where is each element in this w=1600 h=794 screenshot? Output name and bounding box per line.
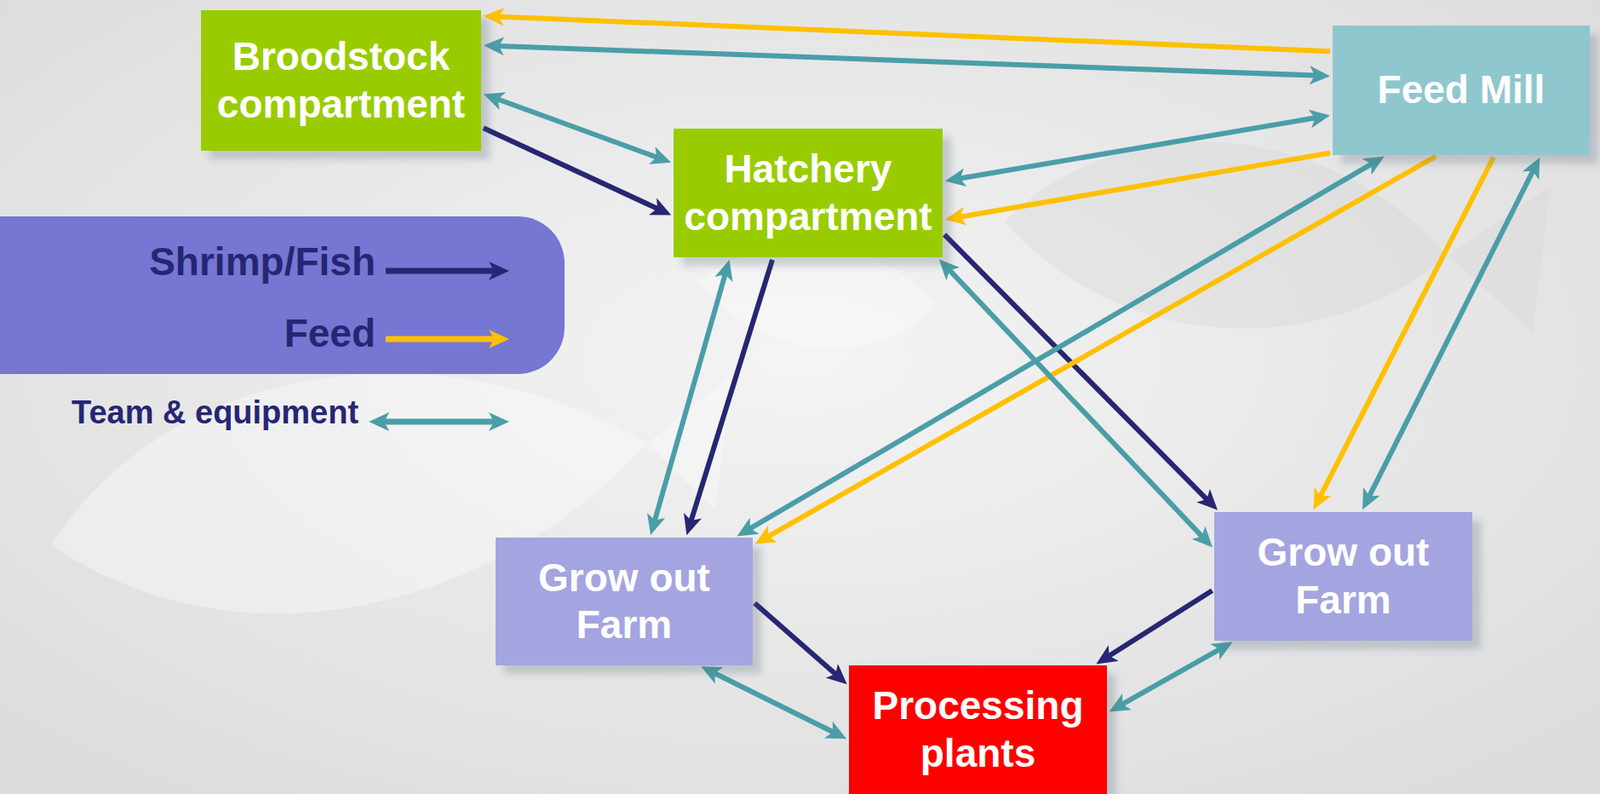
box-label: Processing plants [859, 682, 1097, 776]
team-legend-arrow [377, 418, 501, 425]
team-arrow [1366, 165, 1537, 503]
compartment-box: Hatchery compartment [673, 128, 943, 258]
processing-box: Processing plants [848, 665, 1107, 794]
team-arrow [945, 264, 1207, 541]
fish-arrow [944, 234, 1212, 504]
legend-samples [377, 270, 501, 422]
box-label: Feed Mill [1377, 66, 1546, 114]
box-label: Hatchery compartment [683, 145, 933, 240]
team-arrow [492, 45, 1322, 76]
box-label: Grow out Farm [1224, 528, 1463, 623]
compartment-box: Broodstock compartment [200, 10, 482, 151]
fish-arrow [1103, 590, 1213, 660]
farm-box: Grow out Farm [1214, 511, 1473, 641]
team-arrow [708, 670, 839, 735]
legend-label: Shrimp/Fish [149, 238, 376, 286]
team-arrow [491, 97, 664, 161]
legend-label: Team & equipment [71, 393, 359, 433]
fish-watermark [698, 244, 937, 349]
team-arrow [653, 267, 728, 527]
legend-label: Feed [284, 309, 376, 357]
fish-legend-arrow [385, 268, 501, 275]
feed-arrow [953, 152, 1331, 218]
box-label: Broodstock compartment [211, 33, 471, 127]
box-label: Grow out Farm [505, 554, 743, 649]
farm-box: Grow out Farm [495, 537, 753, 666]
team-arrow [1116, 645, 1226, 707]
fish-arrow [688, 259, 773, 528]
team-arrow [953, 116, 1322, 180]
feed-mill-box: Feed Mill [1332, 25, 1590, 155]
fish-arrow [754, 602, 841, 679]
feed-arrow [1317, 157, 1494, 503]
fish-arrow [483, 127, 664, 212]
feed-arrow [492, 16, 1331, 52]
legend-panel [0, 216, 565, 374]
feed-legend-arrow [385, 336, 501, 343]
